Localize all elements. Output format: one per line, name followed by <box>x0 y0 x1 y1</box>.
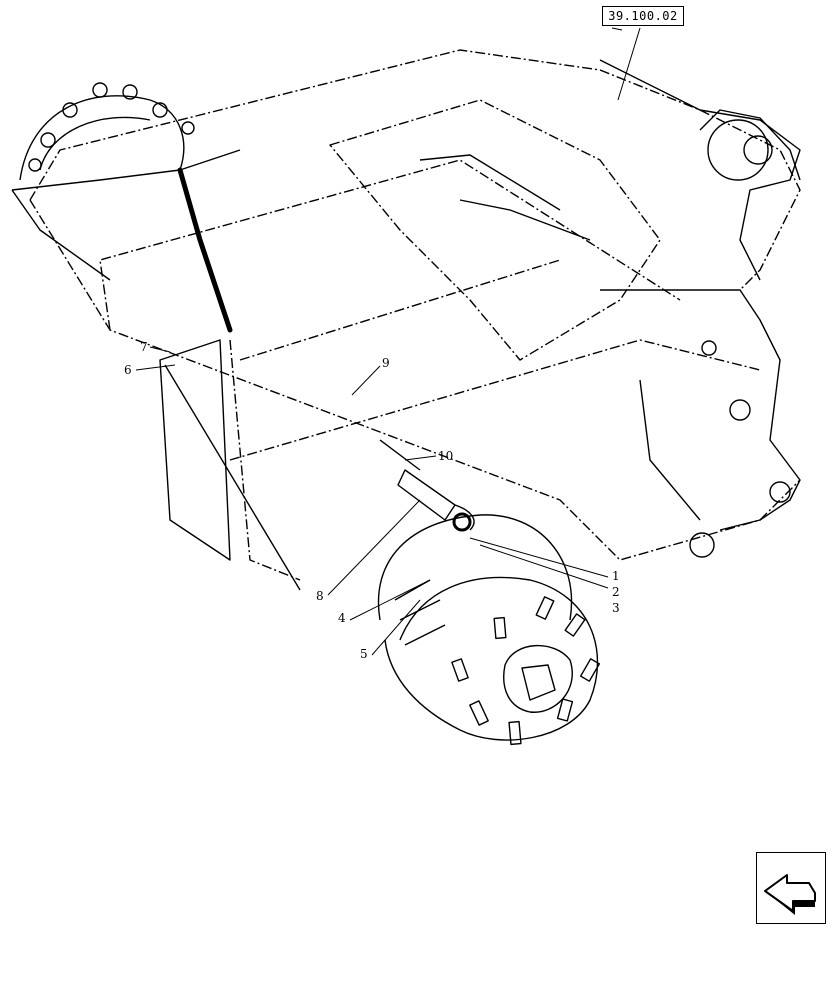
chassis-members <box>11 59 801 591</box>
callout-1: 1 <box>612 569 620 583</box>
reference-code-box[interactable]: 39.100.02 <box>602 6 684 26</box>
callout-9: 9 <box>382 356 390 370</box>
callout-3: 3 <box>612 601 620 615</box>
previous-page-arrow-icon <box>764 874 816 915</box>
left-wheel-hub <box>19 82 195 181</box>
callout-leaders <box>135 27 641 656</box>
callout-2: 2 <box>612 585 620 599</box>
drive-shaft <box>177 167 475 532</box>
callout-7: 7 <box>140 340 148 354</box>
previous-page-button[interactable] <box>756 852 826 924</box>
callout-5: 5 <box>360 647 368 661</box>
callout-10: 10 <box>438 449 454 463</box>
callout-4: 4 <box>338 611 346 625</box>
callout-8: 8 <box>316 589 324 603</box>
callout-6: 6 <box>124 363 132 377</box>
right-wheel-hub <box>377 514 601 746</box>
chassis-frame <box>29 49 801 581</box>
